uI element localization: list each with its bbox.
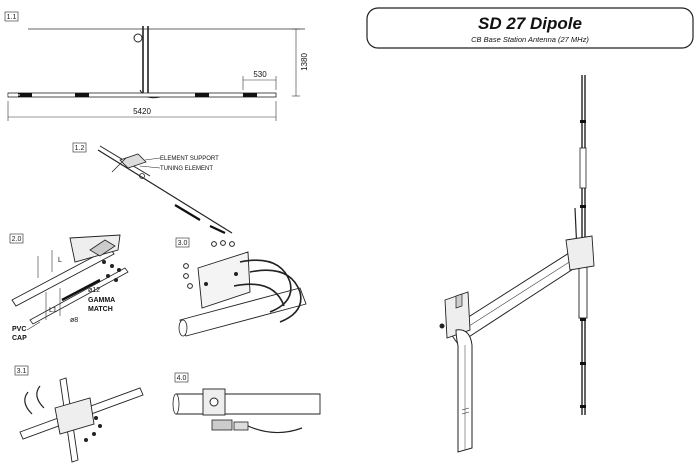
figure-3-1-mount: 3.1 xyxy=(14,365,144,463)
tuning-element-label: TUNING ELEMENT xyxy=(160,166,213,172)
product-subtitle: CB Base Station Antenna (27 MHz) xyxy=(471,35,589,44)
figure-1-2-tag-box xyxy=(72,142,87,153)
figure-2-0-gamma-match: 2.0 L L1 ø12 GAMMA MATCH ø8 PVC CAP xyxy=(9,233,129,342)
figure-1-2-element-support: 1.2 ELEMENT SUPPORT TUNING ELEMENT xyxy=(72,142,233,234)
pvc-label: PVC xyxy=(12,326,26,333)
antenna-perspective-view xyxy=(439,75,595,453)
figure-2-0-tag-box xyxy=(9,233,24,244)
figure-3-0-tag: 3.0 xyxy=(178,240,188,247)
figure-4-0-tag: 4.0 xyxy=(177,375,187,382)
figure-2-0-tag: 2.0 xyxy=(12,236,22,243)
gamma-label: GAMMA xyxy=(88,297,115,304)
cap-label: CAP xyxy=(12,335,27,342)
diameter-12-label: ø12 xyxy=(88,287,100,294)
title-frame xyxy=(366,7,694,49)
product-title: SD 27 Dipole xyxy=(478,14,582,33)
diameter-8-label: ø8 xyxy=(70,317,78,324)
width-dimension-label: 5420 xyxy=(133,107,151,116)
title-block: SD 27 Dipole CB Base Station Antenna (27… xyxy=(366,7,694,49)
tip-dimension-label: 530 xyxy=(253,70,267,79)
match-label: MATCH xyxy=(88,306,113,313)
figure-3-0-bracket: 3.0 xyxy=(175,237,307,337)
figure-4-0-connector: 4.0 xyxy=(172,372,321,434)
height-dimension-label: 1380 xyxy=(300,53,309,71)
figure-3-1-tag-box xyxy=(14,365,29,376)
figure-3-0-tag-box xyxy=(175,237,190,248)
figure-1-1-tag: 1.1 xyxy=(7,14,17,21)
figure-1-1-tag-box xyxy=(4,11,19,22)
figure-1-1-dimensions: 1.1 1380 530 5420 xyxy=(4,11,309,121)
length-l1-label: L1 xyxy=(49,307,57,314)
figure-4-0-tag-box xyxy=(174,372,189,383)
figure-3-1-tag: 3.1 xyxy=(17,368,27,375)
element-support-label: ELEMENT SUPPORT xyxy=(160,156,219,162)
length-l-label: L xyxy=(58,257,62,264)
figure-1-2-tag: 1.2 xyxy=(75,145,85,152)
